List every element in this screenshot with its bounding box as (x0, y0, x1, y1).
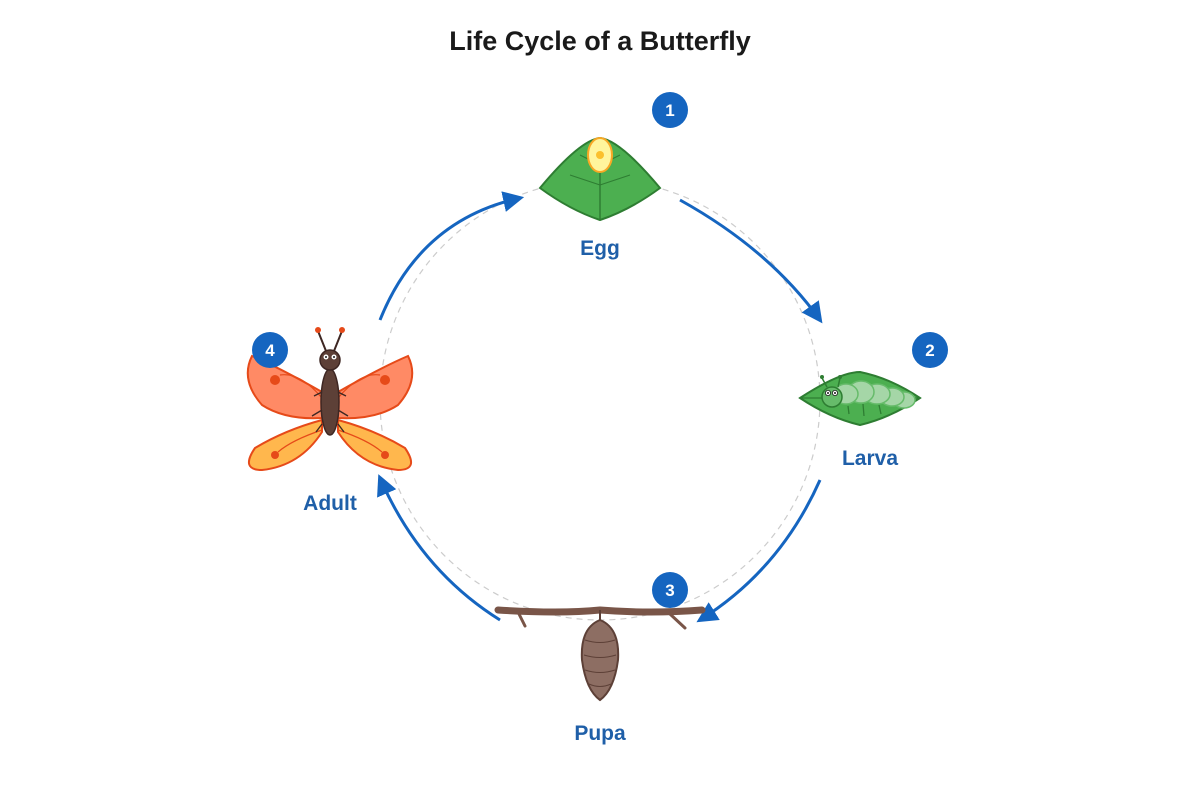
butterfly-icon (246, 327, 414, 472)
stage-badge-2: 2 (912, 332, 948, 368)
stage-badge-3: 3 (652, 572, 688, 608)
stage-number-1: 1 (665, 101, 674, 120)
caterpillar-on-leaf-icon (798, 370, 922, 427)
stage-label-larva: Larva (842, 447, 898, 470)
arrow-pupa-to-adult (377, 474, 501, 622)
arrow-egg-to-larva (679, 198, 823, 324)
stage-number-4: 4 (265, 341, 275, 360)
stage-label-pupa: Pupa (574, 722, 626, 745)
stage-number-3: 3 (665, 581, 674, 600)
arrow-adult-to-egg (378, 191, 525, 321)
egg-on-leaf-icon (538, 136, 662, 222)
arrow-larva-to-pupa (696, 479, 822, 623)
stage-badge-1: 1 (652, 92, 688, 128)
stage-label-egg: Egg (580, 237, 620, 260)
stage-number-2: 2 (925, 341, 934, 360)
stage-badge-4: 4 (252, 332, 288, 368)
diagram-title: Life Cycle of a Butterfly (449, 26, 751, 56)
stage-label-adult: Adult (303, 492, 357, 515)
chrysalis-icon (494, 606, 706, 702)
